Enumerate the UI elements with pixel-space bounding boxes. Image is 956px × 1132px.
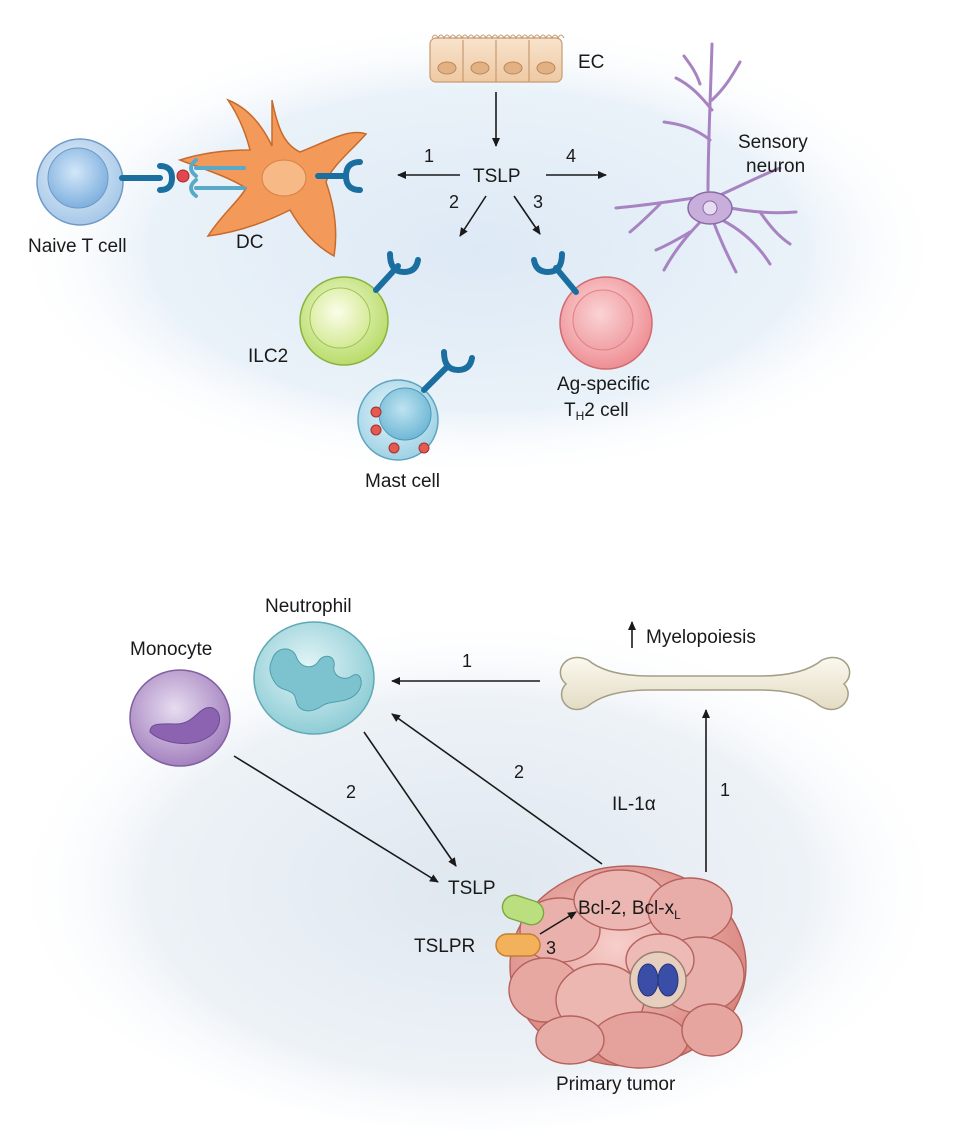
tslp-bottom-label: TSLP — [448, 878, 496, 899]
th2-cell-icon — [531, 251, 653, 370]
th2-label-1: Ag-specific — [557, 374, 650, 395]
arrow-number-monocyte-tslp: 2 — [346, 782, 356, 802]
monocyte-cell-icon — [129, 669, 231, 767]
ilc2-cell-icon — [299, 251, 421, 366]
th2-label-2: TH2 cell — [564, 400, 629, 423]
arrow-number-tumor-bone: 1 — [720, 780, 730, 800]
tslp-label: TSLP — [473, 166, 521, 187]
ec-label: EC — [578, 52, 604, 73]
tslpr-receptor-icon — [495, 933, 541, 957]
arrow-number-1: 1 — [424, 146, 434, 166]
tslpr-to-bcl-arrow — [539, 911, 577, 935]
sensory-neuron-label-2: neuron — [746, 156, 805, 177]
neuron-nucleus — [702, 200, 718, 216]
myelopoiesis-label: Myelopoiesis — [646, 627, 756, 648]
arrow-number-4: 4 — [566, 146, 576, 166]
arrow-number-bone-neutrophil: 1 — [462, 651, 472, 671]
arrow-2-to-ilc2 — [459, 195, 487, 237]
neutrophil-cell-icon — [253, 621, 375, 735]
arrow-number-tslpr-bcl: 3 — [546, 938, 556, 958]
mast-cell-icon — [357, 349, 475, 461]
tslp-molecule-icon — [501, 894, 545, 926]
neutrophil-label: Neutrophil — [265, 596, 352, 617]
epithelial-cells-icon — [429, 34, 565, 83]
top-panel-background — [8, 20, 948, 480]
bcl-label: Bcl-2, Bcl-xL — [578, 898, 681, 922]
mast-cell-label: Mast cell — [365, 471, 440, 492]
arrow-number-2: 2 — [449, 192, 459, 212]
tslpr-label: TSLPR — [414, 936, 475, 957]
dendritic-cell-icon — [177, 98, 368, 258]
naive-t-cell-label: Naive T cell — [28, 236, 127, 257]
sensory-neuron-label-1: Sensory — [738, 132, 808, 153]
primary-tumor-icon — [508, 865, 747, 1069]
tumor-nucleus-icon — [629, 951, 687, 1009]
bone-icon — [559, 656, 851, 711]
tumor-to-neutrophil-arrow — [391, 713, 603, 865]
neutrophil-to-tslp-arrow — [363, 731, 457, 867]
ilc2-label: ILC2 — [248, 346, 288, 367]
monocyte-to-tslp-arrow — [233, 755, 439, 883]
primary-tumor-label: Primary tumor — [556, 1074, 676, 1095]
arrow-3-to-th2 — [513, 195, 541, 235]
il1a-label: IL-1α — [612, 794, 656, 815]
naive-t-cell-icon — [36, 138, 190, 226]
arrow-number-tumor-neutrophil: 2 — [514, 762, 524, 782]
monocyte-label: Monocyte — [130, 639, 212, 660]
dc-label: DC — [236, 232, 263, 253]
arrow-number-3: 3 — [533, 192, 543, 212]
